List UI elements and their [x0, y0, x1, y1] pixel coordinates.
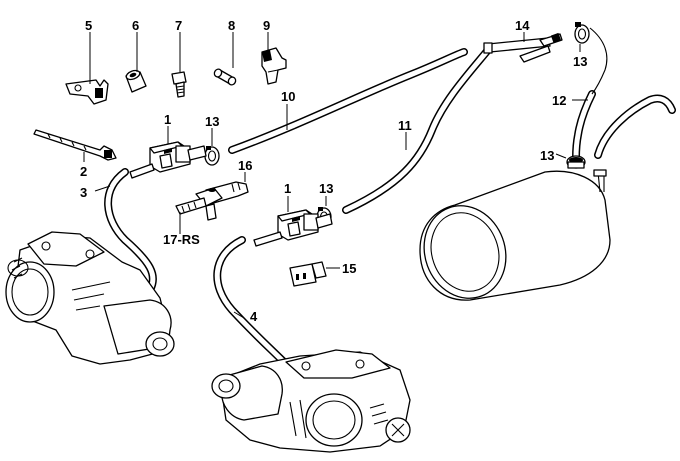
callout-9: 9	[263, 18, 270, 33]
connector-9	[261, 47, 287, 85]
callout-13-reservoir: 13	[540, 148, 554, 163]
hose-clamp-13-top	[574, 22, 590, 44]
callout-1-upper: 1	[164, 112, 171, 127]
callout-11: 11	[398, 118, 412, 133]
callout-6: 6	[132, 18, 139, 33]
sleeve-6	[125, 69, 147, 93]
hose-12	[572, 90, 596, 162]
leader-lines	[83, 32, 588, 319]
hose-clamp-13-upper	[204, 146, 220, 166]
hose-14-line	[589, 27, 608, 95]
callout-13-lower: 13	[319, 181, 333, 196]
hose-4	[213, 236, 294, 372]
callout-1-lower: 1	[284, 181, 291, 196]
hose-clamp-13-reservoir	[566, 155, 586, 169]
callout-7: 7	[175, 18, 182, 33]
hose-11	[342, 46, 492, 214]
vacuum-reservoir	[419, 169, 611, 301]
callout-16: 16	[238, 158, 252, 173]
callout-13-upper: 13	[205, 114, 219, 129]
solenoid-valve-1-lower	[253, 209, 333, 247]
callout-3: 3	[80, 185, 87, 200]
nozzle-fitting-16	[175, 181, 249, 221]
hose-reservoir-top	[594, 94, 676, 159]
callout-2: 2	[80, 164, 87, 179]
callout-10: 10	[281, 89, 295, 104]
callout-14: 14	[515, 18, 530, 33]
callout-17-rs: 17-RS	[163, 232, 200, 247]
solenoid-valve-1-upper	[129, 141, 207, 179]
callout-5: 5	[85, 18, 92, 33]
callout-8: 8	[228, 18, 235, 33]
hose-3	[104, 168, 157, 294]
hose-10	[228, 48, 468, 154]
electrical-plug-15	[289, 261, 327, 287]
bracket-5	[65, 79, 109, 105]
cable-tie-2	[33, 129, 117, 161]
spacer-8	[213, 68, 237, 86]
throttle-body-upper	[5, 231, 175, 365]
callout-4: 4	[250, 309, 258, 324]
callout-13-top: 13	[573, 54, 587, 69]
tee-connector-14	[483, 32, 563, 63]
bolt-7	[171, 71, 187, 98]
callout-15: 15	[342, 261, 356, 276]
callout-labels: 5 6 7 8 9 10 14 13 12 1 13 11 2 3 16 17-…	[80, 18, 587, 324]
callout-12: 12	[552, 93, 566, 108]
throttle-body-lower	[211, 349, 411, 453]
